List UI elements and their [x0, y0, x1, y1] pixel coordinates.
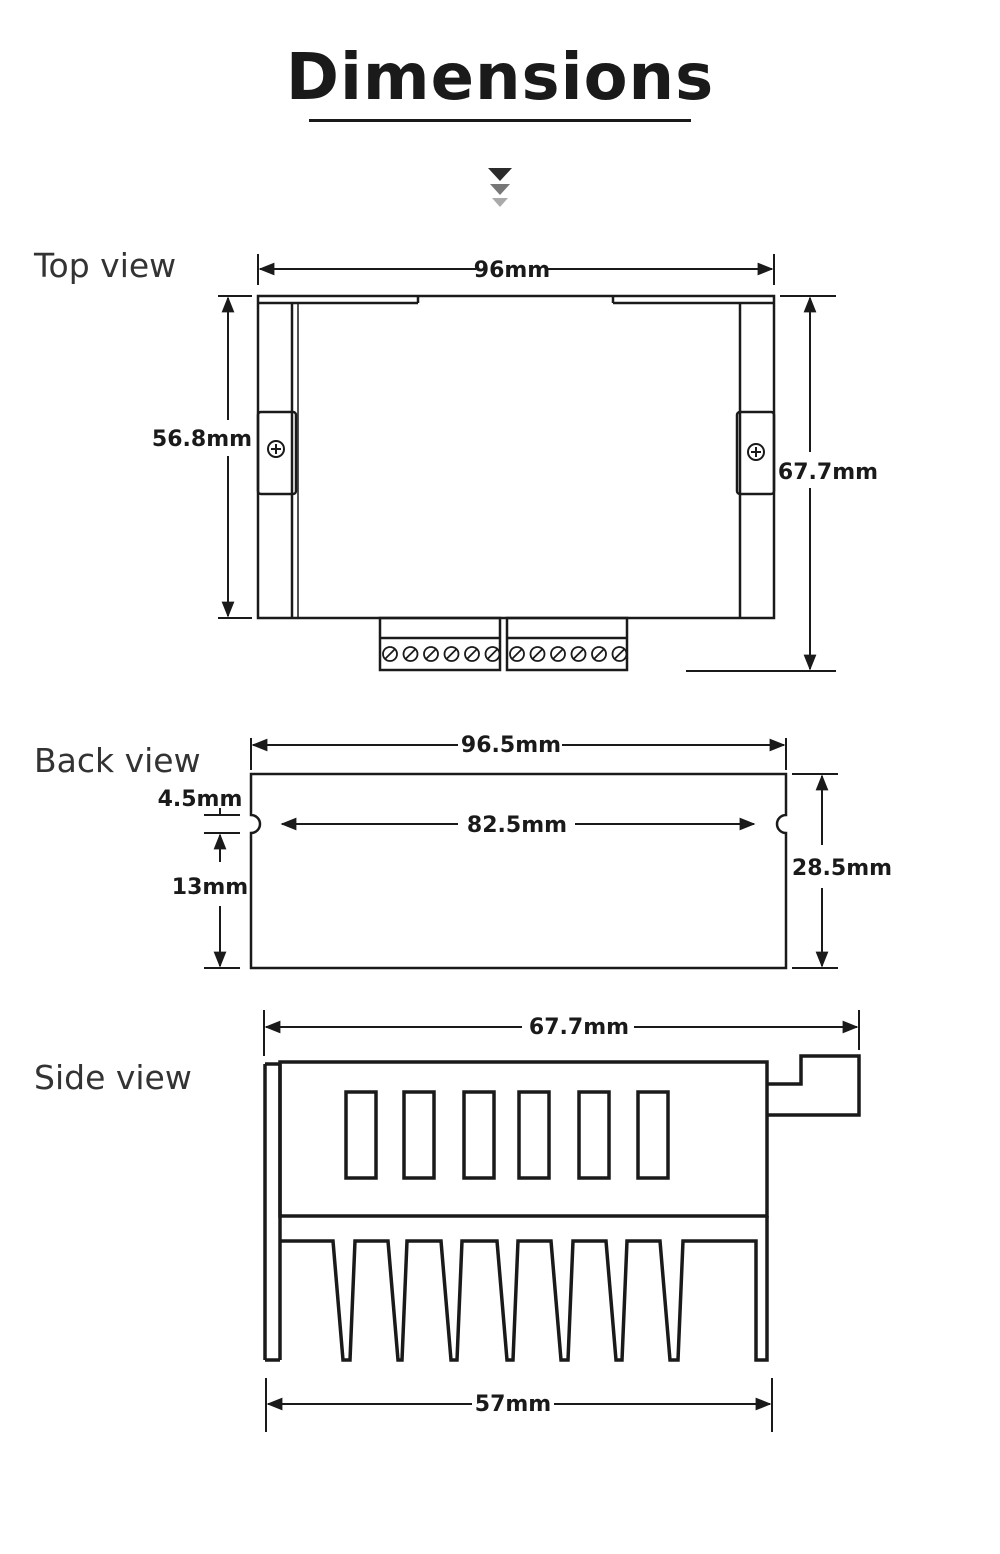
terminal-screw-slot [384, 648, 396, 660]
terminal-screw-icon [464, 646, 480, 662]
terminal-screw-slot [425, 648, 437, 660]
terminal-screw-slot [511, 648, 523, 660]
top-inner-height-label: 56.8mm [152, 427, 252, 452]
terminal-screw-icon [509, 646, 525, 662]
terminal-screw-icon [611, 646, 628, 662]
terminal-screw-slot [486, 648, 499, 660]
side-view-label: Side view [34, 1058, 192, 1097]
back-width-label: 96.5mm [461, 733, 561, 758]
back-lower-height-label: 13mm [172, 875, 248, 900]
back-height-label: 28.5mm [792, 856, 892, 881]
heatsink-fins [265, 1216, 769, 1362]
terminal-screw-icon [484, 646, 501, 662]
terminal-screw-slot [466, 648, 478, 660]
terminal-screw-icon [443, 646, 460, 662]
terminal-screw-slot [572, 648, 585, 660]
triple-chevron-down-icon [488, 168, 512, 207]
top-view-dimension-lines [218, 254, 836, 672]
page-title: Dimensions [285, 41, 715, 115]
back-view-dimension-lines [204, 738, 838, 969]
terminal-screws [382, 646, 628, 662]
terminal-screw-icon [402, 646, 419, 662]
terminal-screw-slot [445, 648, 458, 660]
mounting-screw-right-icon [747, 443, 765, 461]
terminal-screw-icon [423, 646, 439, 662]
top-width-label: 96mm [474, 258, 550, 283]
top-view-label: Top view [34, 246, 177, 285]
terminal-screw-icon [591, 646, 607, 662]
terminal-screw-slot [613, 648, 626, 660]
back-view-drawing [249, 772, 788, 970]
terminal-screw-slot [531, 648, 544, 660]
title-underline [309, 119, 691, 122]
top-view-drawing [256, 294, 776, 672]
terminal-screw-icon [529, 646, 546, 662]
back-view-label: Back view [34, 741, 201, 780]
back-slot-spacing-label: 82.5mm [467, 813, 567, 838]
mounting-screw-left-icon [267, 440, 285, 458]
back-slot-offset-label: 4.5mm [158, 787, 243, 812]
side-length-label: 67.7mm [529, 1015, 629, 1040]
side-fin-span-label: 57mm [475, 1392, 551, 1417]
terminal-screw-slot [552, 648, 564, 660]
terminal-screw-icon [570, 646, 587, 662]
terminal-screw-slot [593, 648, 605, 660]
side-view-dimension-lines [263, 1010, 860, 1432]
terminal-screw-icon [382, 646, 398, 662]
side-view-drawing [263, 1054, 861, 1360]
terminal-screw-slot [404, 648, 417, 660]
top-outer-height-label: 67.7mm [778, 460, 878, 485]
terminal-screw-icon [550, 646, 566, 662]
